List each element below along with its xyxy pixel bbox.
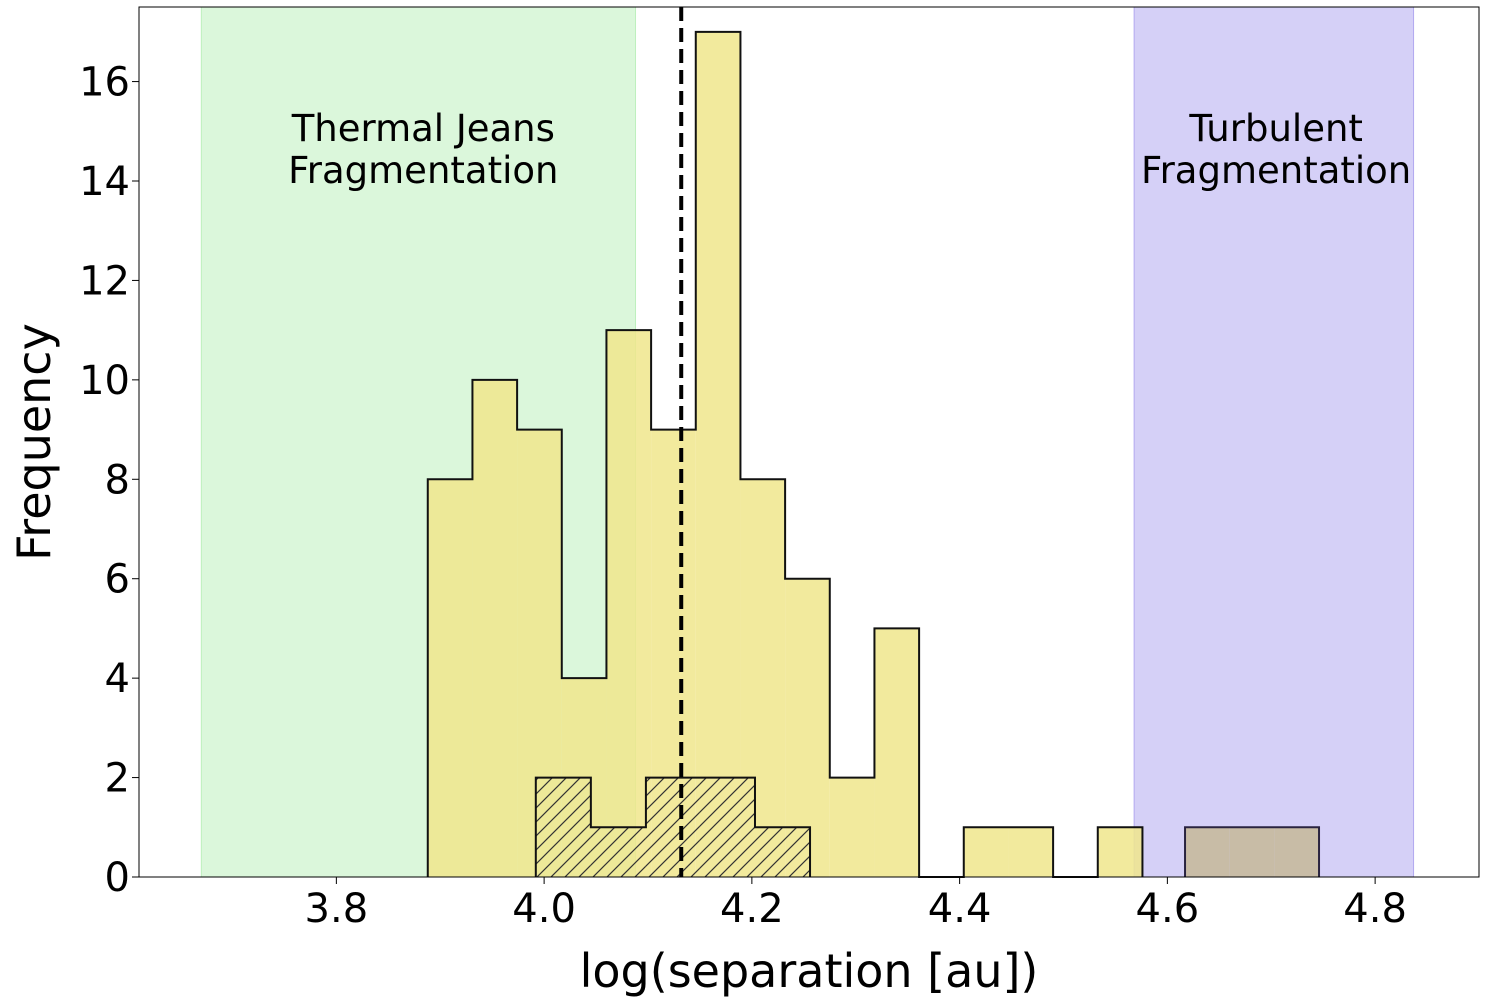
region-label-line: Thermal Jeans: [291, 107, 555, 150]
histogram-bar: [1008, 827, 1054, 877]
y-tick-label: 2: [105, 756, 130, 802]
histogram-outline: [534, 776, 812, 877]
y-tick-label: 0: [105, 855, 130, 901]
fragmentation-regions: [200, 6, 1415, 878]
histogram-bar: [590, 827, 646, 877]
histogram-bar: [1229, 827, 1275, 877]
histogram-bar: [829, 777, 875, 877]
x-tick-label: 3.8: [305, 886, 369, 932]
histogram-outline: [1184, 826, 1321, 877]
x-tick-label: 4.0: [512, 886, 576, 932]
y-tick-label: 6: [105, 557, 130, 603]
histogram-outline: [426, 30, 1144, 878]
y-tick-label: 4: [105, 656, 130, 702]
region-label-line: Fragmentation: [288, 149, 558, 192]
histogram-bar: [535, 777, 591, 877]
histogram-bar: [754, 827, 811, 877]
histogram-bar: [874, 628, 920, 877]
x-axis-label: log(separation [au]): [580, 944, 1039, 998]
region-label-line: Fragmentation: [1141, 149, 1411, 192]
region-label-line: Turbulent: [1188, 107, 1363, 150]
y-tick-label: 16: [79, 60, 130, 106]
y-tick-label: 8: [105, 457, 130, 503]
region-labels: Thermal JeansFragmentationTurbulentFragm…: [288, 107, 1411, 192]
y-tick-label: 14: [79, 159, 130, 205]
x-tick-label: 4.4: [928, 886, 992, 932]
histogram-bar: [606, 330, 652, 878]
histogram-bar: [963, 827, 1009, 877]
histogram-bar: [1274, 827, 1320, 877]
histogram-bars: [426, 30, 1321, 878]
histogram-bar: [1097, 827, 1143, 877]
y-axis: 0 2 4 6 8 10 12 14 16: [79, 60, 139, 901]
histogram-bar: [645, 777, 700, 877]
histogram-bar: [427, 479, 473, 877]
x-tick-label: 4.2: [720, 886, 784, 932]
x-tick-label: 4.8: [1343, 886, 1407, 932]
x-tick-label: 4.6: [1136, 886, 1200, 932]
x-axis: 3.8 4.0 4.2 4.4 4.6 4.8: [305, 877, 1407, 932]
histogram-bar: [699, 777, 755, 877]
histogram-bar: [472, 379, 518, 877]
plot-frame: [138, 6, 1480, 878]
y-tick-label: 10: [79, 358, 130, 404]
y-tick-label: 12: [79, 258, 130, 304]
histogram-bar: [1185, 827, 1230, 877]
histogram-bar: [695, 31, 741, 878]
turbulent-region: [1133, 6, 1415, 878]
y-axis-label: Frequency: [7, 323, 61, 561]
